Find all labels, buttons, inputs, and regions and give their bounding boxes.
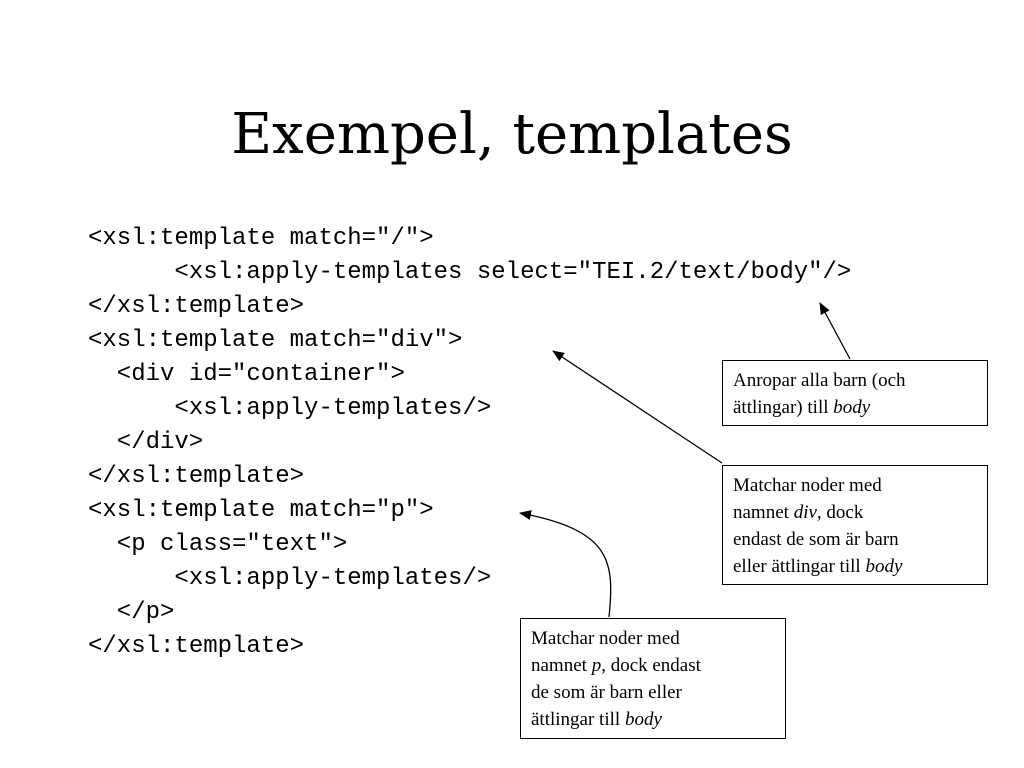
- callout-div-line-4-text: eller ättlingar till: [733, 556, 866, 577]
- code-line-5: <div id="container">: [88, 361, 405, 388]
- callout-div-match: Matchar noder med namnet div, dock endas…: [722, 465, 988, 585]
- slide-title: Exempel, templates: [231, 102, 793, 167]
- code-line-9: <xsl:template match="p">: [88, 497, 434, 524]
- code-line-6: <xsl:apply-templates/>: [88, 395, 492, 422]
- callout-p-line-3: de som är barn eller: [531, 682, 682, 703]
- code-line-8: </xsl:template>: [88, 463, 305, 490]
- callout-body-line-2: ättlingar) till body: [733, 394, 977, 421]
- callout-p-line-4-em: body: [624, 709, 662, 730]
- code-line-2: <xsl:apply-templates select="TEI.2/text/…: [88, 259, 852, 286]
- callout-div-line-2: namnet div, dock: [733, 499, 977, 526]
- callout-p-line-2-suffix: , dock endast: [601, 655, 701, 676]
- callout-body-line-2-em: body: [833, 397, 871, 418]
- callout-p-line-2: namnet p, dock endast: [531, 652, 775, 679]
- callout-p-line-2-text: namnet: [531, 655, 592, 676]
- callout-p-line-4-text: ättlingar till: [531, 709, 625, 730]
- callout-div-line-3: endast de som är barn: [733, 529, 899, 550]
- callout-p-line-2-em: p: [591, 655, 602, 676]
- callout-p-line-1: Matchar noder med: [531, 628, 680, 649]
- code-line-12: </p>: [88, 599, 175, 626]
- callout-body-line-1: Anropar alla barn (och: [733, 370, 906, 391]
- callout-body-call: Anropar alla barn (och ättlingar) till b…: [722, 360, 988, 426]
- callout-div-line-4: eller ättlingar till body: [733, 553, 977, 580]
- code-line-7: </div>: [88, 429, 204, 456]
- code-line-11: <xsl:apply-templates/>: [88, 565, 492, 592]
- xsl-code-block: <xsl:template match="/"> <xsl:apply-temp…: [88, 222, 851, 664]
- code-line-4: <xsl:template match="div">: [88, 327, 463, 354]
- callout-div-line-4-em: body: [865, 556, 903, 577]
- callout-p-match: Matchar noder med namnet p, dock endast …: [520, 618, 786, 739]
- callout-p-line-4: ättlingar till body: [531, 706, 775, 733]
- code-line-3: </xsl:template>: [88, 293, 305, 320]
- callout-div-line-1: Matchar noder med: [733, 475, 882, 496]
- callout-div-line-2-em: div: [793, 502, 817, 523]
- code-line-1: <xsl:template match="/">: [88, 225, 434, 252]
- code-line-10: <p class="text">: [88, 531, 348, 558]
- callout-div-line-2-suffix: , dock: [816, 502, 864, 523]
- callout-div-line-2-text: namnet: [733, 502, 794, 523]
- code-line-13: </xsl:template>: [88, 633, 305, 660]
- callout-body-line-2-text: ättlingar) till: [733, 397, 834, 418]
